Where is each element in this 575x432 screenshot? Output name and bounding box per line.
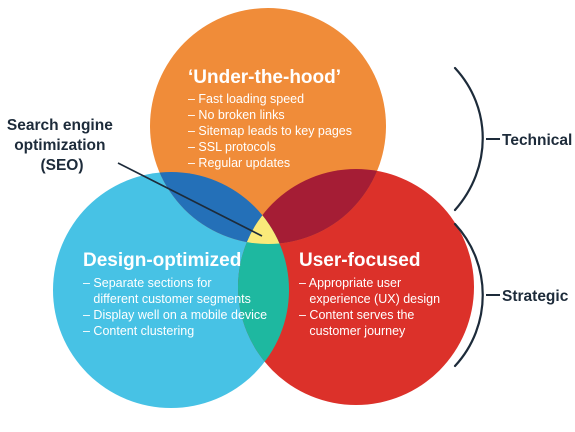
brace-strategic (453, 222, 484, 368)
group-label-strategic: Strategic (502, 288, 569, 305)
circle-bullets-user-focused: – Appropriate user experience (UX) desig… (0, 0, 464, 338)
seo-label: Search engine optimization (SEO) (7, 117, 117, 174)
circle-title-user-focused: User-focused (299, 250, 420, 271)
brace-technical (453, 66, 484, 212)
circle-bullets-under-the-hood: – Fast loading speed – No broken links –… (188, 92, 355, 170)
circle-title-under-the-hood: ‘Under-the-hood’ (188, 67, 341, 88)
overlap-top-left (150, 172, 289, 244)
group-label-technical: Technical (502, 132, 572, 149)
overlap-top-right (238, 169, 386, 244)
circle-bullets-design-optimized: – Separate sections for different custom… (0, 0, 291, 338)
seo-pointer-line (117, 162, 263, 237)
circle-title-design-optimized: Design-optimized (83, 250, 241, 271)
